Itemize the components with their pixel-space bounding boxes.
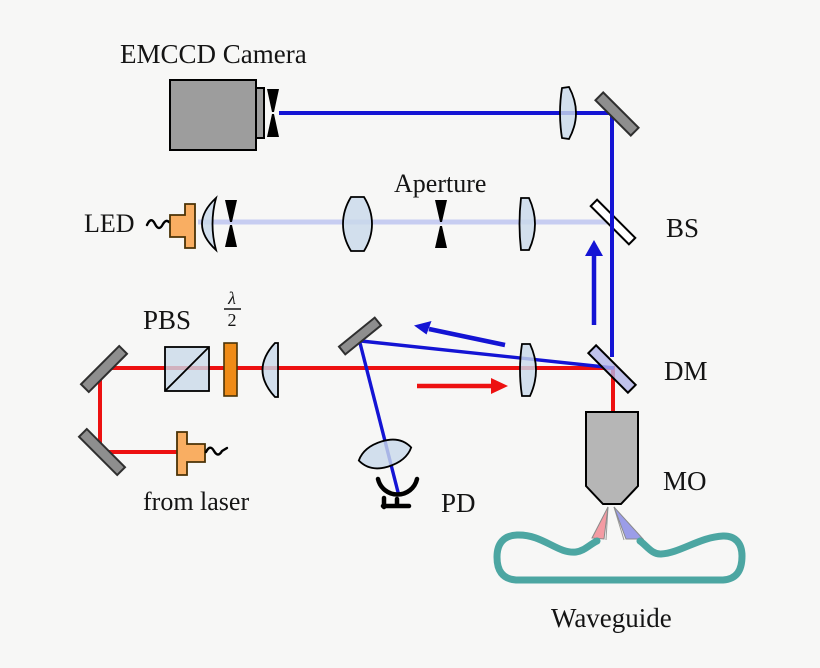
label-led: LED — [84, 209, 135, 238]
red-forward-arrow-head — [491, 378, 508, 394]
label-half-wave-denominator: 2 — [228, 310, 237, 330]
photodiode-bowl-icon — [375, 476, 420, 497]
microscope-objective — [585, 411, 639, 505]
blue-up-arrow-head — [585, 240, 603, 256]
blue-beam-mirror-to-pd — [357, 338, 401, 497]
focusing-lens — [519, 343, 537, 397]
blue-collection-cone — [613, 506, 645, 540]
emccd-camera-mount — [255, 87, 265, 139]
red-focus-cone — [591, 506, 609, 540]
relay-lens-1 — [342, 196, 373, 252]
blue-fluorescence-beam — [279, 111, 614, 357]
mirror-left-lower — [77, 427, 127, 477]
pbs-diagonal — [165, 347, 209, 391]
label-pbs: PBS — [143, 305, 191, 335]
label-half-wave-numerator: λ — [227, 288, 236, 308]
pickoff-mirror — [337, 316, 383, 356]
label-dm: DM — [664, 356, 708, 386]
photodiode-mount-icon — [380, 495, 412, 510]
led-emitter — [169, 203, 196, 249]
label-aperture: Aperture — [394, 169, 486, 198]
led-wire-squiggle — [145, 219, 171, 230]
led-aperture-icon — [225, 200, 237, 247]
mirror-top-right — [594, 91, 640, 137]
led-collimating-lens — [201, 195, 218, 253]
mirror-left-upper — [79, 344, 129, 394]
blue-return-arrow-head — [414, 321, 432, 335]
label-bs: BS — [666, 213, 699, 243]
aperture-icon — [435, 200, 447, 248]
relay-lens-2 — [518, 197, 536, 251]
label-pd: PD — [441, 488, 476, 518]
half-wave-plate — [223, 342, 238, 397]
label-from-laser: from laser — [143, 487, 249, 516]
laser-fiber-squiggle — [204, 446, 229, 456]
tube-lens — [559, 86, 577, 140]
emccd-camera-body — [169, 79, 257, 151]
blue-beam-dm-to-mirror — [360, 339, 615, 370]
blue-return-arrow-shaft — [428, 326, 506, 348]
dichroic-mirror-dm — [586, 343, 638, 395]
beam-expander-lens — [261, 342, 279, 398]
camera-aperture-icon — [267, 89, 279, 137]
laser-fiber-connector — [176, 431, 206, 476]
label-emccd-camera: EMCCD Camera — [120, 39, 307, 69]
pd-lens — [357, 438, 413, 470]
label-waveguide: Waveguide — [551, 603, 672, 633]
waveguide-loop — [493, 531, 746, 584]
label-mo: MO — [663, 466, 707, 496]
